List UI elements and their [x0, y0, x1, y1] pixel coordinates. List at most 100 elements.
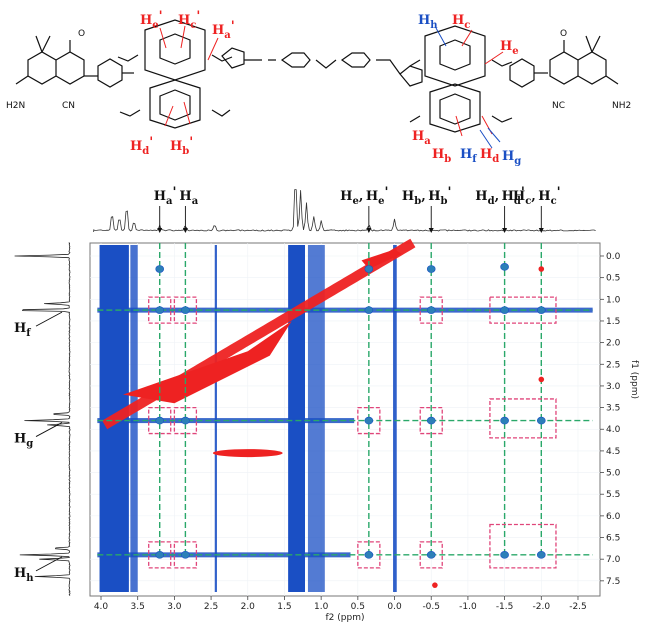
x-tick-label: 2.0 [241, 602, 256, 612]
y-tick-label: 7.5 [606, 577, 620, 587]
cross-peak [181, 307, 189, 314]
cross-peak [427, 265, 435, 272]
cross-peak [156, 417, 164, 424]
cross-peak [365, 265, 373, 272]
column-label: He [340, 189, 359, 207]
cross-peak [427, 307, 435, 314]
structure-label-left: Hb' [170, 135, 193, 157]
chem-text-nh2_right: NH2 [612, 101, 631, 111]
column-label: Ha [179, 189, 198, 207]
cross-peak [365, 551, 373, 558]
row-label-arrow [36, 312, 62, 326]
red-cross-peak [538, 377, 544, 383]
column-label-second: Hb' [428, 185, 451, 207]
red-cross-peak [432, 582, 438, 588]
cross-peak [156, 551, 164, 558]
y-tick-label: 1.5 [606, 317, 620, 327]
y-tick-label: 0.0 [606, 252, 621, 262]
cross-peak [181, 551, 189, 558]
chem-text-o_left: O [78, 29, 85, 39]
row-label: Hh [14, 566, 34, 584]
y-tick-label: 5.5 [606, 490, 620, 500]
cross-peak [501, 307, 509, 314]
x-tick-label: -1.0 [459, 602, 477, 612]
x-tick-label: -0.5 [422, 602, 440, 612]
column-label-separator: , [359, 189, 364, 204]
cross-peak [537, 307, 545, 314]
vertical-noise-band [393, 245, 397, 592]
structure-label-right: Hf [460, 147, 477, 165]
red-cross-peak [538, 266, 544, 272]
column-label-second: Hc' [538, 185, 560, 207]
row-label: Hg [14, 432, 33, 450]
x-tick-label: 1.5 [277, 602, 291, 612]
x-tick-label: 3.0 [167, 602, 182, 612]
cross-peak [537, 551, 545, 558]
cross-peak [156, 307, 164, 314]
row-labels: HfHgHh [14, 312, 62, 584]
chem-text-o_right: O [560, 29, 567, 39]
column-label-arrowhead [183, 228, 188, 233]
cross-peak [156, 265, 164, 272]
structure-label-right: Hd [480, 147, 499, 165]
chem-text-nc_right: NC [552, 101, 565, 111]
x-tick-label: 4.0 [94, 602, 109, 612]
x-tick-label: 0.5 [351, 602, 365, 612]
column-label-separator: , [495, 189, 500, 204]
y-tick-label: 1.0 [606, 295, 621, 305]
chem-text-h2n_left: H2N [6, 101, 25, 111]
cross-peak [501, 417, 509, 424]
column-label-separator: , [421, 189, 426, 204]
y-tick-label: 4.0 [606, 425, 621, 435]
column-label-second: He' [366, 185, 389, 207]
structure-label-right: Hb [432, 147, 451, 165]
y-tick-label: 6.0 [606, 512, 621, 522]
left-1d-projection [15, 243, 70, 596]
structure-label-right: Hg [502, 149, 521, 167]
structure-label-right: Hh [418, 13, 438, 31]
x-tick-label: -1.5 [496, 602, 514, 612]
column-label: Hb [402, 189, 421, 207]
cross-peak [365, 417, 373, 424]
structure-label-left: Hd' [130, 135, 153, 157]
y-axis-ticks: 0.00.51.01.52.02.53.03.54.04.55.05.56.06… [600, 252, 621, 587]
cross-peak [181, 417, 189, 424]
structure-label-left: He' [140, 9, 163, 31]
chemical-text: H2N CN O NC NH2 O [6, 29, 631, 111]
y-axis-label: f1 (ppm) [629, 360, 639, 399]
structure-label-right: He [500, 39, 519, 57]
x-tick-label: 0.0 [387, 602, 402, 612]
column-label: Ha' [154, 185, 177, 207]
molecular-structure [16, 20, 618, 132]
y-tick-label: 7.0 [606, 555, 621, 565]
structure-label-left: Ha' [212, 19, 235, 41]
column-label-arrowhead [366, 228, 371, 233]
cross-peak [501, 263, 509, 270]
x-axis-ticks: 4.03.53.02.52.01.51.00.50.0-0.5-1.0-1.5-… [94, 596, 587, 612]
chem-text-cn_left: CN [62, 101, 75, 111]
x-tick-label: -2.5 [569, 602, 587, 612]
x-tick-label: 2.5 [204, 602, 218, 612]
y-tick-label: 2.0 [606, 339, 621, 349]
column-label-arrowhead [157, 228, 162, 233]
row-label: Hf [14, 321, 31, 339]
y-tick-label: 6.5 [606, 534, 620, 544]
x-tick-label: -2.0 [533, 602, 551, 612]
y-tick-label: 3.0 [606, 382, 621, 392]
y-tick-label: 3.5 [606, 404, 620, 414]
red-streak-peak [213, 449, 283, 457]
cross-peak [537, 417, 545, 424]
structure-arrows [160, 26, 503, 136]
y-tick-label: 2.5 [606, 360, 620, 370]
y-tick-label: 0.5 [606, 274, 620, 284]
column-label-separator: , [531, 189, 536, 204]
cross-peak [427, 551, 435, 558]
structure-labels: He'Hc'Ha'Hd'Hb'HhHcHeHaHbHfHdHg [130, 9, 521, 167]
y-tick-label: 4.5 [606, 447, 620, 457]
cross-peak [427, 417, 435, 424]
cross-peak [365, 307, 373, 314]
column-label: Hd [475, 189, 494, 207]
x-tick-label: 1.0 [314, 602, 329, 612]
cross-peak [501, 551, 509, 558]
